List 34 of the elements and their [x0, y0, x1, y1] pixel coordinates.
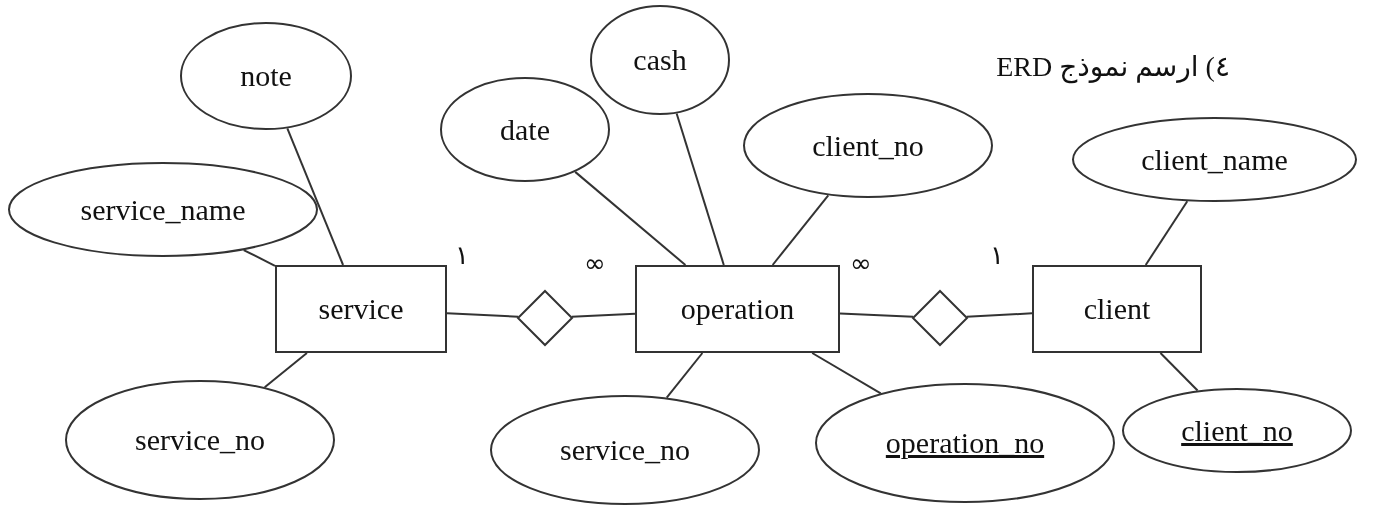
cardinality-label: ١ — [455, 240, 469, 270]
relationship-diamond — [517, 290, 573, 346]
connector-line — [811, 352, 882, 395]
attribute-ellipse: service_no — [65, 380, 335, 500]
attribute-ellipse: note — [180, 22, 352, 130]
cardinality-label: ∞ — [850, 248, 872, 278]
connector-line — [286, 127, 345, 266]
connector-line — [675, 112, 725, 266]
connector-line — [263, 352, 308, 389]
connector-line — [242, 249, 276, 267]
attribute-ellipse: operation_no — [815, 383, 1115, 503]
attribute-ellipse: cash — [590, 5, 730, 115]
connector-line — [1159, 352, 1199, 392]
attribute-ellipse: client_no — [1122, 388, 1352, 473]
attribute-ellipse: client_name — [1072, 117, 1357, 202]
connector-line — [574, 170, 687, 266]
connector-line — [570, 312, 636, 318]
attribute-ellipse: service_name — [8, 162, 318, 257]
connector-line — [446, 312, 520, 318]
attribute-ellipse: date — [440, 77, 610, 182]
connector-line — [665, 352, 704, 399]
entity-box: operation — [635, 265, 840, 353]
connector-line — [965, 312, 1033, 318]
entity-box: service — [275, 265, 447, 353]
cardinality-label: ١ — [990, 240, 1004, 270]
heading: ٤) ارسم نموذج ERD — [996, 50, 1230, 83]
attribute-ellipse: service_no — [490, 395, 760, 505]
cardinality-label: ∞ — [584, 248, 606, 278]
connector-line — [771, 194, 830, 266]
connector-line — [1144, 200, 1189, 266]
relationship-diamond — [912, 290, 968, 346]
attribute-ellipse: client_no — [743, 93, 993, 198]
entity-box: client — [1032, 265, 1202, 353]
connector-line — [839, 312, 915, 318]
